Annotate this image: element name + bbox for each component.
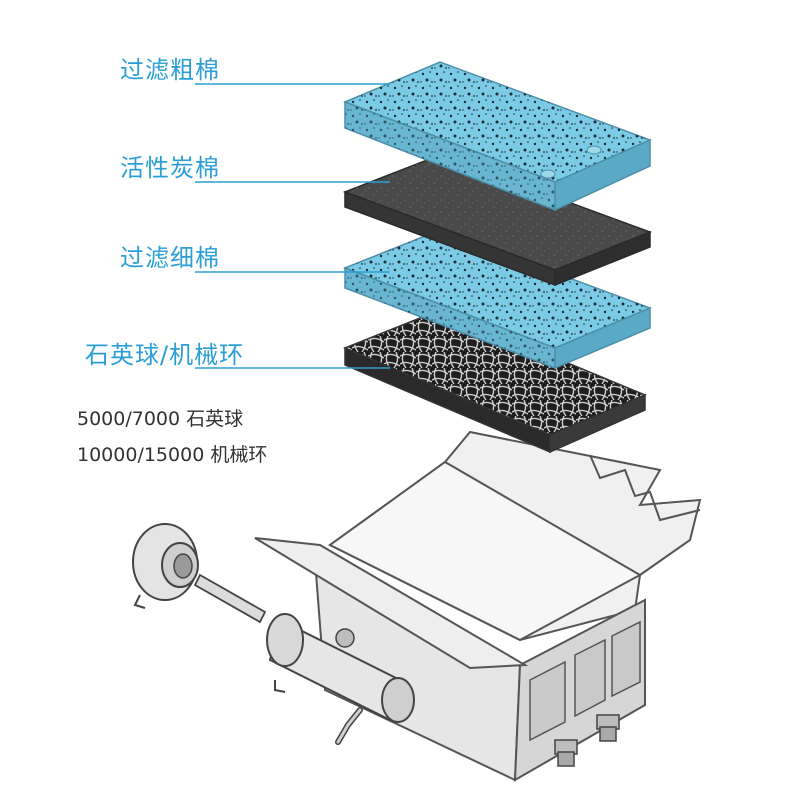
- connector-pipe: [195, 575, 265, 622]
- hose-fitting-1: [555, 740, 577, 766]
- hose-fitting-2: [597, 715, 619, 741]
- spec-line-2: 10000/15000 机械环: [77, 440, 267, 467]
- label-bio-media: 石英球/机械环: [85, 335, 244, 370]
- label-coarse-foam: 过滤粗棉: [120, 50, 220, 85]
- filter-box: [255, 432, 700, 780]
- label-carbon-foam: 活性炭棉: [120, 148, 220, 183]
- box-window-3: [612, 622, 640, 696]
- label-fine-foam: 过滤细棉: [120, 238, 220, 273]
- spec-line-1: 5000/7000 石英球: [77, 404, 243, 431]
- pump-unit: [133, 524, 198, 608]
